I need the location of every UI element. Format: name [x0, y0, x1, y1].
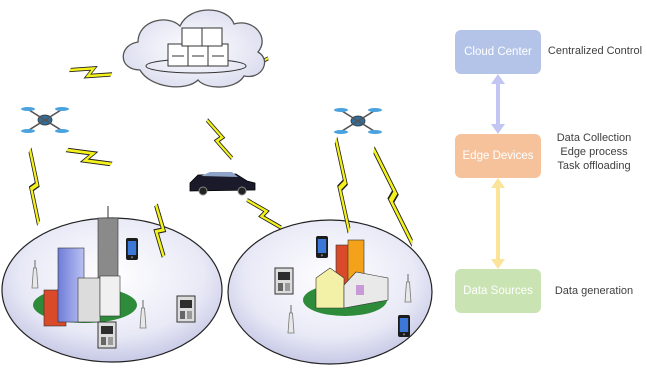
smartphone-icon [126, 238, 138, 260]
network-scene [1, 9, 433, 365]
cloud-center-note: Centralized Control [547, 45, 643, 57]
edge-note-process: Edge process [560, 146, 628, 158]
edge-sources-arrow [491, 178, 505, 269]
cloud-center-box: Cloud Center [455, 30, 541, 74]
edge-note-collection: Data Collection [556, 132, 632, 144]
village-icon [303, 239, 389, 316]
atm-icon [97, 321, 117, 349]
edge-note-offloading: Task offloading [557, 160, 631, 172]
car-icon [189, 172, 256, 196]
drone-icon [20, 106, 70, 134]
server-icon [167, 27, 229, 67]
drone-icon [333, 107, 383, 135]
atm-icon [176, 295, 196, 323]
edge-devices-notes: Data Collection Edge process Task offloa… [546, 131, 642, 173]
edge-devices-label: Edge Devices [462, 150, 534, 162]
smartphone-icon [316, 236, 328, 258]
smartphone-icon [398, 315, 410, 337]
atm-icon [274, 267, 294, 295]
cloud-center-label: Cloud Center [464, 46, 532, 58]
data-sources-note: Data generation [554, 285, 634, 297]
data-sources-label: Data Sources [463, 285, 533, 297]
edge-devices-box: Edge Devices [455, 134, 541, 178]
data-sources-box: Data Sources [455, 269, 541, 313]
city-icon [33, 206, 137, 327]
cloud-edge-arrow [491, 74, 505, 134]
